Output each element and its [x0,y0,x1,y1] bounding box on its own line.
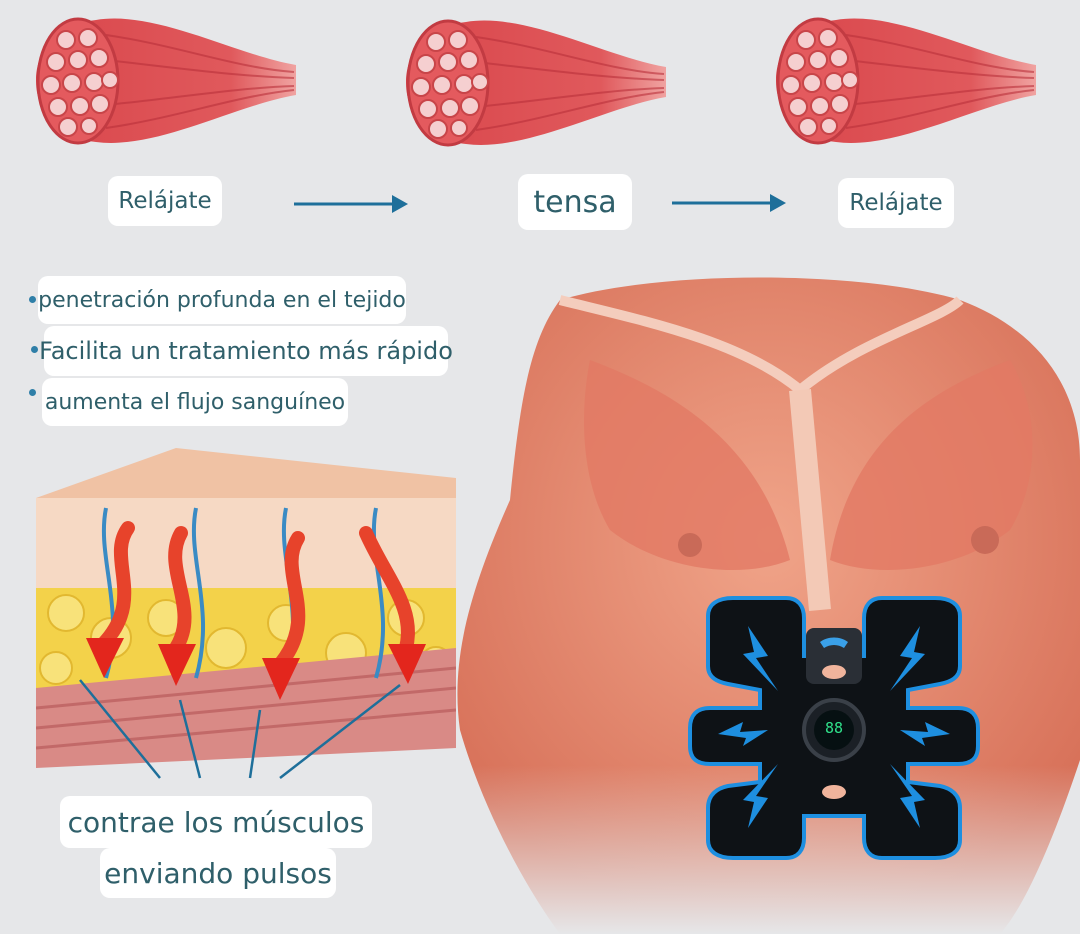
sequence-step-1: Relájate [108,176,222,226]
device-display: 88 [824,719,844,737]
benefit-item: aumenta el flujo sanguíneo [42,378,348,426]
sequence-step-3: Relájate [838,178,954,228]
caption-line-2: enviando pulsos [100,848,336,898]
sequence-step-2: tensa [518,174,632,230]
muscle-relaxed-icon [36,17,296,145]
ems-device [688,596,980,860]
muscle-tense-icon [406,19,666,147]
bullet-dot-icon [29,296,36,303]
benefit-item: penetración profunda en el tejido [38,276,406,324]
arrow-right-icon [294,195,408,213]
arrow-right-icon [672,194,786,212]
bullet-dot-icon [31,346,38,353]
pulse-lines [79,679,401,779]
bullet-dot-icon [29,389,36,396]
tissue-cross-section-illustration [36,448,456,768]
caption-line-1: contrae los músculos [60,796,372,848]
benefit-item: Facilita un tratamiento más rápido [39,326,453,376]
muscle-relaxed-icon [776,17,1036,145]
